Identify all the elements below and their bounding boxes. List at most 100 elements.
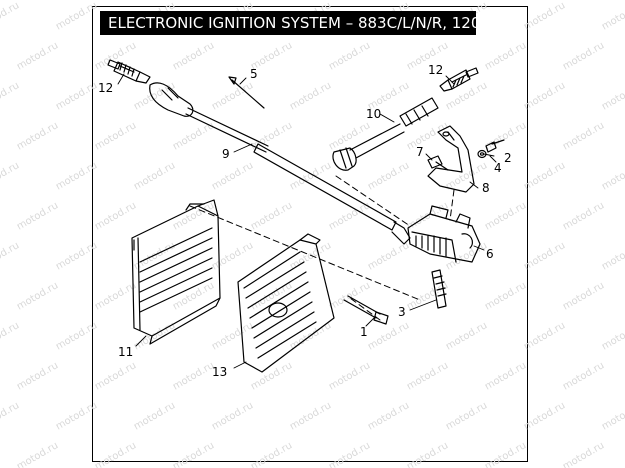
coil-bracket [427,125,475,193]
watermark-text: motod.ru [15,360,60,392]
watermark-text: motod.ru [405,200,450,232]
watermark-text: motod.ru [0,0,21,32]
watermark-text: motod.ru [0,240,21,272]
watermark-text: motod.ru [444,320,489,352]
watermark-text: motod.ru [561,200,606,232]
diagram-title: ELECTRONIC IGNITION SYSTEM – 883C/L/N/R,… [100,11,476,35]
watermark-text: motod.ru [15,40,60,72]
watermark-text: motod.ru [249,280,294,312]
callout-12-right: 12 [428,63,443,77]
watermark-text: motod.ru [0,160,21,192]
callout-10: 10 [366,107,381,121]
ignition-coil [407,205,481,263]
watermark-text: motod.ru [522,240,567,272]
watermark-text: motod.ru [561,440,606,468]
watermark-text: motod.ru [93,280,138,312]
screw-part-5 [228,76,265,109]
callout-6: 6 [486,247,494,261]
watermark-text: motod.ru [366,400,411,432]
watermark-text: motod.ru [483,360,528,392]
watermark-text: motod.ru [366,320,411,352]
watermark-text: motod.ru [132,80,177,112]
callout-1: 1 [360,325,368,339]
watermark-text: motod.ru [171,280,216,312]
callout-4: 4 [494,161,502,175]
watermark-text: motod.ru [366,160,411,192]
watermark-text: motod.ru [600,0,625,32]
watermark-text: motod.ru [93,440,138,468]
watermark-text: motod.ru [405,120,450,152]
watermark-text: motod.ru [210,160,255,192]
watermark-text: motod.ru [210,320,255,352]
callout-5: 5 [250,67,258,81]
assembly-guides [189,175,455,321]
watermark-text: motod.ru [15,440,60,468]
watermark-text: motod.ru [15,200,60,232]
callout-2: 2 [504,151,512,165]
watermark-text: motod.ru [249,200,294,232]
watermark-text: motod.ru [522,80,567,112]
watermark-text: motod.ru [561,40,606,72]
watermark-text: motod.ru [522,0,567,32]
watermark-text: motod.ru [171,360,216,392]
watermark-text: motod.ru [171,440,216,468]
callout-11: 11 [118,345,133,359]
watermark-text: motod.ru [288,400,333,432]
watermark-text: motod.ru [210,240,255,272]
watermark-text: motod.ru [600,160,625,192]
watermark-text: motod.ru [15,280,60,312]
watermark-text: motod.ru [561,360,606,392]
watermark-text: motod.ru [54,160,99,192]
callout-12-left: 12 [98,81,113,95]
watermark-text: motod.ru [210,80,255,112]
watermark-text: motod.ru [561,120,606,152]
watermark-text: motod.ru [366,240,411,272]
watermark-text: motod.ru [132,320,177,352]
watermark-text: motod.ru [54,0,99,32]
watermark-text: motod.ru [561,280,606,312]
module-cover [237,233,335,373]
watermark-text: motod.ru [93,360,138,392]
pin-part-1 [343,295,389,325]
callout-13: 13 [212,365,227,379]
watermark-text: motod.ru [0,320,21,352]
spark-plug-right [439,67,479,92]
watermark-text: motod.ru [93,120,138,152]
watermark-text: motod.ru [0,400,21,432]
watermark-text: motod.ru [54,80,99,112]
watermark-text: motod.ru [600,400,625,432]
watermark-text: motod.ru [54,400,99,432]
watermark-text: motod.ru [483,120,528,152]
watermark-text: motod.ru [132,160,177,192]
watermark-text: motod.ru [54,240,99,272]
watermark-text: motod.ru [522,400,567,432]
spark-plug-wire [149,82,411,245]
watermark-text: motod.ru [405,360,450,392]
watermark-text: motod.ru [249,440,294,468]
callout-3: 3 [398,305,406,319]
callout-9: 9 [222,147,230,161]
leader-lines [117,73,497,369]
watermark-text: motod.ru [483,40,528,72]
watermark-text: motod.ru [288,80,333,112]
watermark-text: motod.ru [54,320,99,352]
watermark-text: motod.ru [405,440,450,468]
callout-7: 7 [416,145,424,159]
watermark-text: motod.ru [327,40,372,72]
watermark-text: motod.ru [0,80,21,112]
watermark-text: motod.ru [210,400,255,432]
watermark-text: motod.ru [405,280,450,312]
watermark-text: motod.ru [522,160,567,192]
watermark-text: motod.ru [444,240,489,272]
short-plug-wire [332,97,439,171]
watermark-text: motod.ru [600,80,625,112]
callout-8: 8 [482,181,490,195]
watermark-text: motod.ru [483,200,528,232]
watermark-text: motod.ru [171,40,216,72]
bolt-part-7 [427,155,449,171]
watermark-text: motod.ru [15,120,60,152]
watermark-text: motod.ru [93,200,138,232]
spark-plug-left [107,59,151,84]
watermark-text: motod.ru [327,360,372,392]
